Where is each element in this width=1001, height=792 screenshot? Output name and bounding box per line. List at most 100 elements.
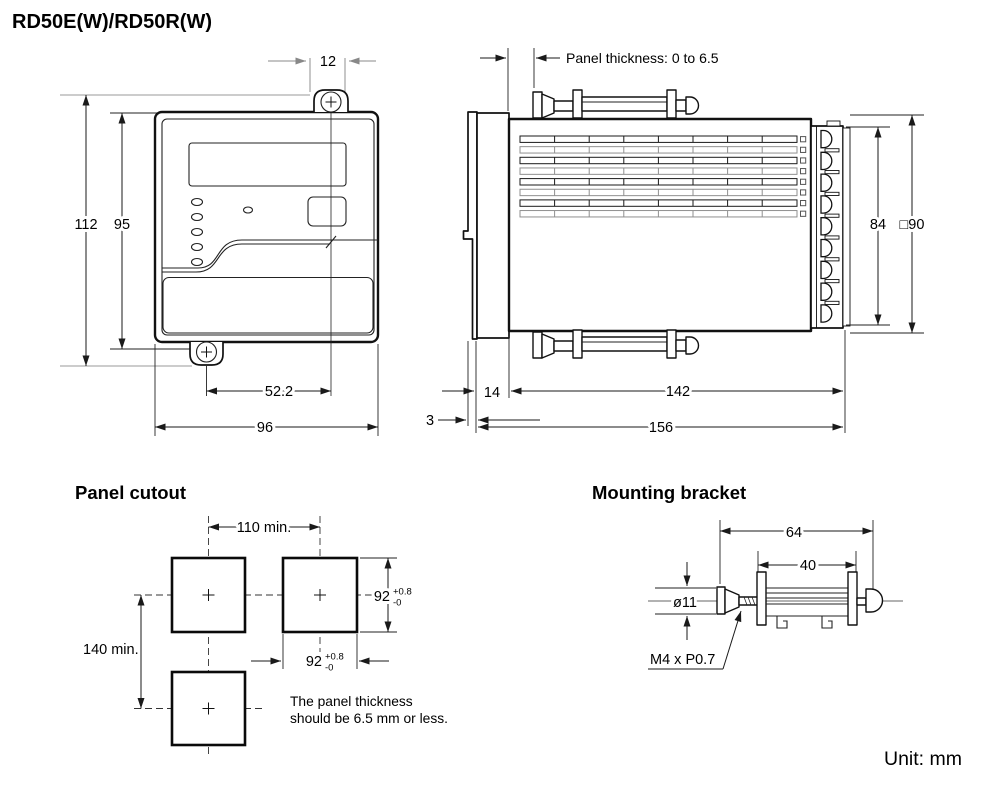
- terminal-separator: [824, 213, 840, 218]
- front-button: [307, 196, 347, 227]
- bracket-cap: [865, 588, 884, 613]
- screw-stem: [553, 100, 574, 112]
- terminal-cover-strip: [842, 127, 851, 327]
- front-body-outline: [153, 110, 380, 344]
- panel-cutout: Panel cutout 110 min. 92 +0.8 -0 140 min…: [75, 482, 448, 757]
- front-view: 12 112 95 52.2: [60, 51, 380, 439]
- front-bezel-side: [476, 112, 510, 339]
- dim-vertical-pitch-label: 140 min.: [83, 642, 139, 658]
- mounting-bracket-heading: Mounting bracket: [592, 482, 746, 503]
- terminal-screw: [820, 238, 833, 258]
- vent-slats: [519, 135, 807, 218]
- terminal-separator: [824, 279, 840, 284]
- dim-horizontal-pitch-label: 110 min.: [237, 520, 292, 536]
- terminal-screw: [820, 260, 833, 280]
- slat-end: [800, 146, 807, 153]
- dim-screw-spacing-label: 52.2: [265, 384, 293, 400]
- thread-hatch: [751, 596, 756, 606]
- screw-flange: [532, 91, 543, 119]
- dim-head-diameter-label: ø11: [673, 595, 697, 611]
- tolerance-plus-label: +0.8: [393, 587, 412, 598]
- terminal-separator: [824, 300, 840, 305]
- dim-body-depth-label: 142: [666, 384, 690, 400]
- leader-line: [722, 610, 742, 670]
- dim-body-length-label: 40: [800, 558, 816, 574]
- screw-cap: [685, 96, 700, 115]
- tolerance-minus-label: -0: [325, 663, 333, 674]
- screw-plate: [666, 89, 677, 119]
- panel-thickness-note: Panel thickness: 0 to 6.5: [566, 50, 719, 66]
- indicator-led: [242, 206, 254, 214]
- slat-end: [800, 157, 807, 164]
- slat-end: [800, 178, 807, 185]
- slat-end: [800, 189, 807, 196]
- front-face-plate: [462, 111, 478, 340]
- screw-plate: [572, 89, 583, 119]
- dim-width-label: 96: [257, 420, 273, 436]
- terminal-screw: [820, 282, 833, 301]
- panel-thickness-note-line2: should be 6.5 mm or less.: [290, 711, 448, 726]
- door-seam-line: [162, 239, 378, 269]
- lower-door-panel: [162, 276, 374, 334]
- screw-stem: [675, 99, 687, 112]
- cutout-size-label: 92: [374, 589, 390, 605]
- dim-total-depth-label: 156: [649, 420, 673, 436]
- dim-overall-length-label: 64: [786, 525, 802, 541]
- dim-front-lip-label: 3: [426, 413, 434, 429]
- unit-label: Unit: mm: [884, 748, 962, 770]
- tolerance-plus-label: +0.8: [325, 652, 344, 663]
- slat-end: [800, 200, 807, 207]
- bracket-knob: [724, 588, 740, 614]
- terminal-screw: [820, 173, 833, 192]
- side-view: Panel thickness: 0 to 6.5: [423, 48, 927, 439]
- bracket-hook: [821, 616, 833, 629]
- terminal-block-cap: [826, 120, 841, 127]
- dim-face-square-label: □90: [900, 217, 925, 233]
- bracket-end-plate-left: [756, 571, 767, 626]
- dim-height-overall-label: 112: [74, 217, 97, 233]
- bracket-end-plate-right: [847, 571, 858, 626]
- terminal-separator: [824, 257, 840, 262]
- slat-end: [800, 136, 807, 143]
- slat-end: [800, 168, 807, 175]
- dim-height-case-label: 95: [114, 217, 130, 233]
- dim-bezel-depth-label: 14: [484, 385, 500, 401]
- panel-cutout-heading: Panel cutout: [75, 482, 186, 503]
- screw-knob: [541, 93, 555, 119]
- terminal-screw: [820, 304, 833, 323]
- door-seam-line: [162, 243, 330, 273]
- thread-hatch: [747, 596, 752, 606]
- slat-end: [800, 210, 807, 217]
- indicator-led: [190, 212, 204, 222]
- dim-terminal-height-label: 84: [870, 217, 886, 233]
- terminal-separator: [824, 235, 840, 240]
- bracket-hook: [776, 616, 788, 629]
- indicator-led: [190, 257, 204, 267]
- panel-thickness-note-line1: The panel thickness: [290, 694, 413, 709]
- front-bezel-inner-line: [161, 118, 375, 336]
- terminal-separator: [824, 191, 840, 196]
- bracket-stem-right: [856, 597, 867, 606]
- terminal-screw: [820, 195, 833, 214]
- terminal-screw: [820, 217, 833, 236]
- side-body-outline: [507, 117, 813, 333]
- thread-spec-label: M4 x P0.7: [650, 652, 715, 668]
- bracket-knob-flange: [716, 586, 726, 615]
- mounting-bracket: Mounting bracket 64 40: [592, 482, 903, 671]
- terminal-separator: [824, 170, 840, 175]
- tolerance-minus-label: -0: [393, 598, 401, 609]
- display-window: [188, 142, 347, 187]
- dim-screw-width-label: 12: [320, 54, 336, 70]
- screw-rod: [581, 96, 668, 112]
- thread-hatch: [743, 596, 748, 606]
- cutout-size-label: 92: [306, 654, 322, 670]
- terminal-screws: [820, 129, 840, 323]
- side-mounting-screw-top: [532, 89, 700, 119]
- terminal-screw: [820, 151, 833, 171]
- indicator-led: [190, 227, 204, 237]
- indicator-led: [190, 197, 204, 207]
- indicator-led: [190, 242, 204, 252]
- terminal-separator: [824, 148, 840, 153]
